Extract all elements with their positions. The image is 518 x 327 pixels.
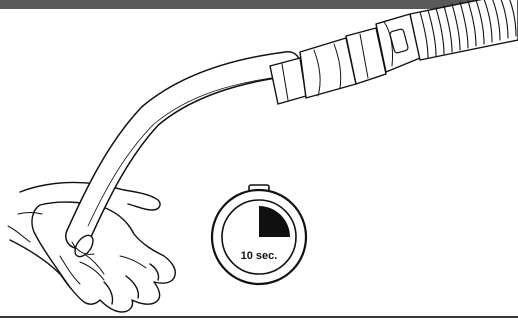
footer-rule bbox=[0, 316, 518, 318]
timer-label: 10 sec. bbox=[241, 250, 278, 262]
hose-icon bbox=[65, 0, 518, 258]
stopwatch-elapsed-segment bbox=[259, 206, 290, 237]
header-bar bbox=[0, 0, 518, 9]
stopwatch-icon: 10 sec. bbox=[210, 184, 308, 286]
